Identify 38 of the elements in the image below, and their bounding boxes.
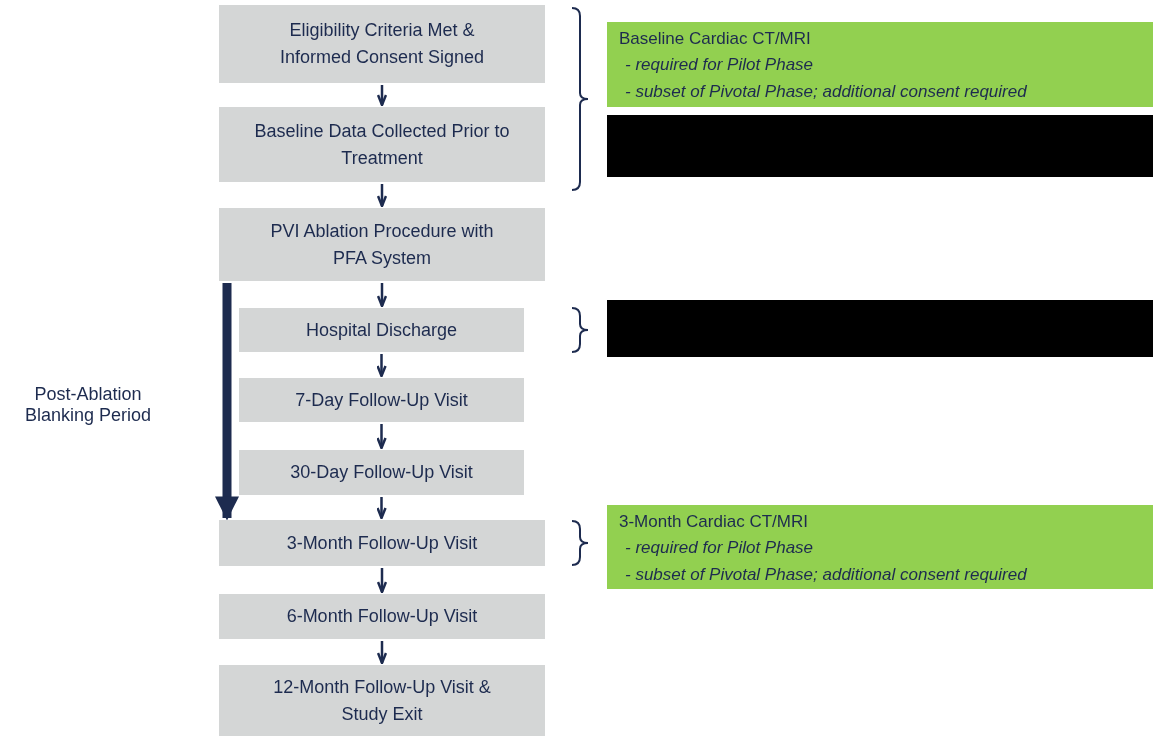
process-box — [219, 107, 545, 182]
thick-arrow — [215, 283, 239, 521]
redacted-box — [607, 300, 1153, 357]
arrow — [376, 283, 388, 308]
step-label: Baseline Data Collected Prior to Treatment — [253, 119, 511, 170]
step-label: Eligibility Criteria Met & Informed Consent Signed — [278, 19, 486, 69]
step-label: Hospital Discharge — [305, 318, 458, 342]
process-box — [239, 450, 524, 495]
note-item: - required for Pilot Phase — [624, 54, 815, 77]
arrow — [376, 184, 388, 208]
step-label: 6-Month Follow-Up Visit — [286, 605, 478, 628]
note-item: - subset of Pivotal Phase; additional consent required — [624, 80, 1028, 103]
process-box — [219, 594, 545, 639]
note-item: - subset of Pivotal Phase; additional consent required — [624, 563, 1028, 586]
step-label: 7-Day Follow-Up Visit — [295, 388, 468, 412]
process-box — [219, 520, 545, 566]
arrow — [376, 497, 387, 520]
step-label: 12-Month Follow-Up Visit & Study Exit — [272, 675, 492, 726]
process-box — [219, 5, 545, 83]
note-box — [607, 505, 1153, 589]
arrow — [376, 354, 387, 378]
note-title: 3-Month Cardiac CT/MRI — [619, 511, 809, 533]
step-label: PVI Ablation Procedure with PFA System — [269, 219, 495, 270]
arrow — [376, 85, 388, 107]
note-title: Baseline Cardiac CT/MRI — [619, 28, 812, 50]
step-label: 30-Day Follow-Up Visit — [290, 461, 473, 484]
arrow — [376, 641, 388, 665]
arrow — [376, 424, 387, 450]
period-label: Post-Ablation Blanking Period — [23, 384, 153, 426]
redacted-box — [607, 115, 1153, 177]
process-box — [219, 665, 545, 736]
step-label: 3-Month Follow-Up Visit — [286, 531, 478, 555]
note-box — [607, 22, 1153, 107]
process-box — [239, 308, 524, 352]
arrow — [376, 568, 388, 594]
note-item: - required for Pilot Phase — [624, 537, 815, 560]
process-box — [219, 208, 545, 281]
process-box — [239, 378, 524, 422]
